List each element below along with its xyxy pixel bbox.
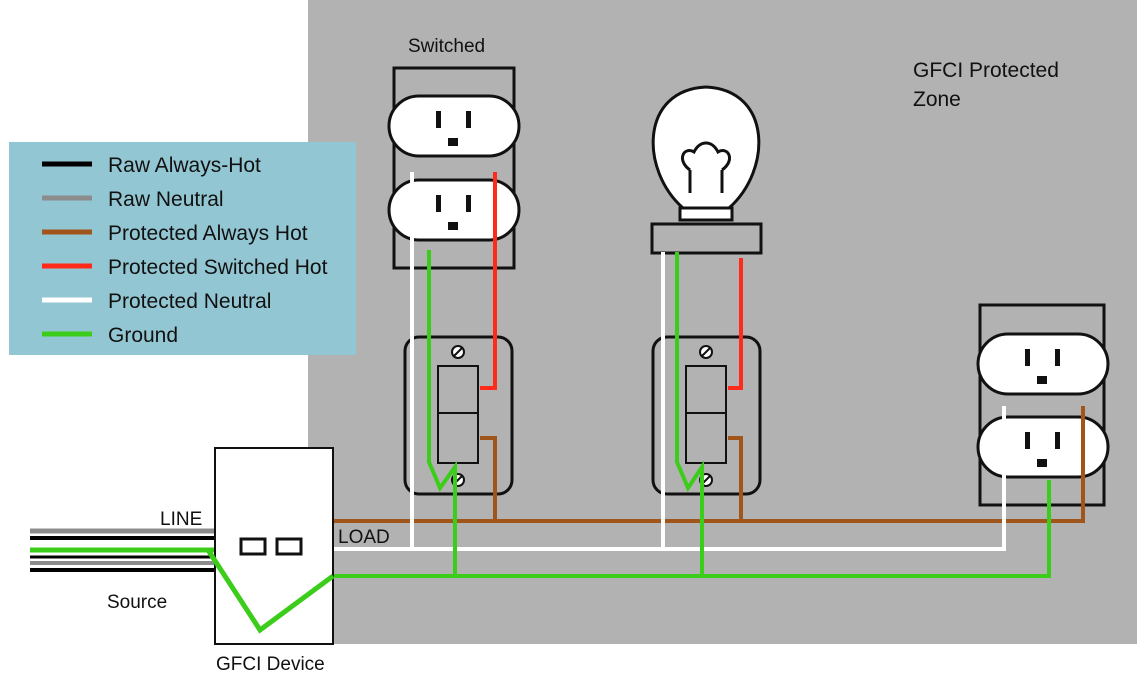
duplex-outlet-icon	[976, 332, 1110, 479]
gfci-test-button	[239, 537, 267, 556]
wall-switch-icon	[651, 335, 762, 496]
legend-label: Protected Neutral	[108, 290, 271, 313]
duplex-outlet-icon	[387, 94, 521, 242]
light-bulb-icon	[650, 85, 763, 255]
protected-hot-wire	[480, 436, 497, 521]
ground-wire	[427, 250, 457, 576]
protected-hot-wire	[728, 436, 743, 521]
gfci-device-icon	[205, 447, 335, 645]
protected-neutral-wire	[333, 406, 1006, 551]
gfci-internal-ground	[205, 548, 335, 634]
switched-outlet	[387, 66, 521, 270]
source-label: Source	[107, 592, 167, 613]
ground-wire	[675, 252, 704, 576]
legend-item: Ground	[42, 324, 178, 347]
switched-label: Switched	[408, 36, 485, 57]
legend-box	[9, 142, 356, 355]
legend: Raw Always-Hot Raw Neutral Protected Alw…	[9, 142, 356, 355]
legend-item: Raw Neutral	[42, 188, 224, 211]
switched-hot-wire	[480, 172, 497, 390]
legend-item: Protected Neutral	[42, 290, 271, 313]
legend-label: Raw Always-Hot	[108, 154, 261, 177]
legend-label: Raw Neutral	[108, 188, 224, 211]
legend-item: Protected Switched Hot	[42, 256, 328, 279]
gfci-reset-button	[275, 537, 303, 556]
bulb-base	[650, 222, 763, 255]
line-label: LINE	[160, 509, 202, 530]
switched-hot-wire	[728, 258, 743, 390]
legend-item: Protected Always Hot	[42, 222, 308, 245]
load-label: LOAD	[338, 527, 390, 548]
legend-label: Protected Always Hot	[108, 222, 308, 245]
protected-hot-wire	[333, 406, 1085, 523]
always-hot-outlet	[976, 303, 1110, 507]
wall-switch-icon	[403, 335, 514, 496]
zone-label-line1: GFCI Protected	[913, 59, 1059, 82]
legend-item: Raw Always-Hot	[42, 154, 261, 177]
legend-label: Ground	[108, 324, 178, 347]
ground-wire	[333, 480, 1051, 578]
wiring	[30, 172, 1085, 578]
legend-label: Protected Switched Hot	[108, 256, 328, 279]
zone-label-line2: Zone	[913, 88, 961, 111]
gfci-device-label: GFCI Device	[216, 654, 325, 675]
gfci-device-box	[214, 447, 334, 645]
